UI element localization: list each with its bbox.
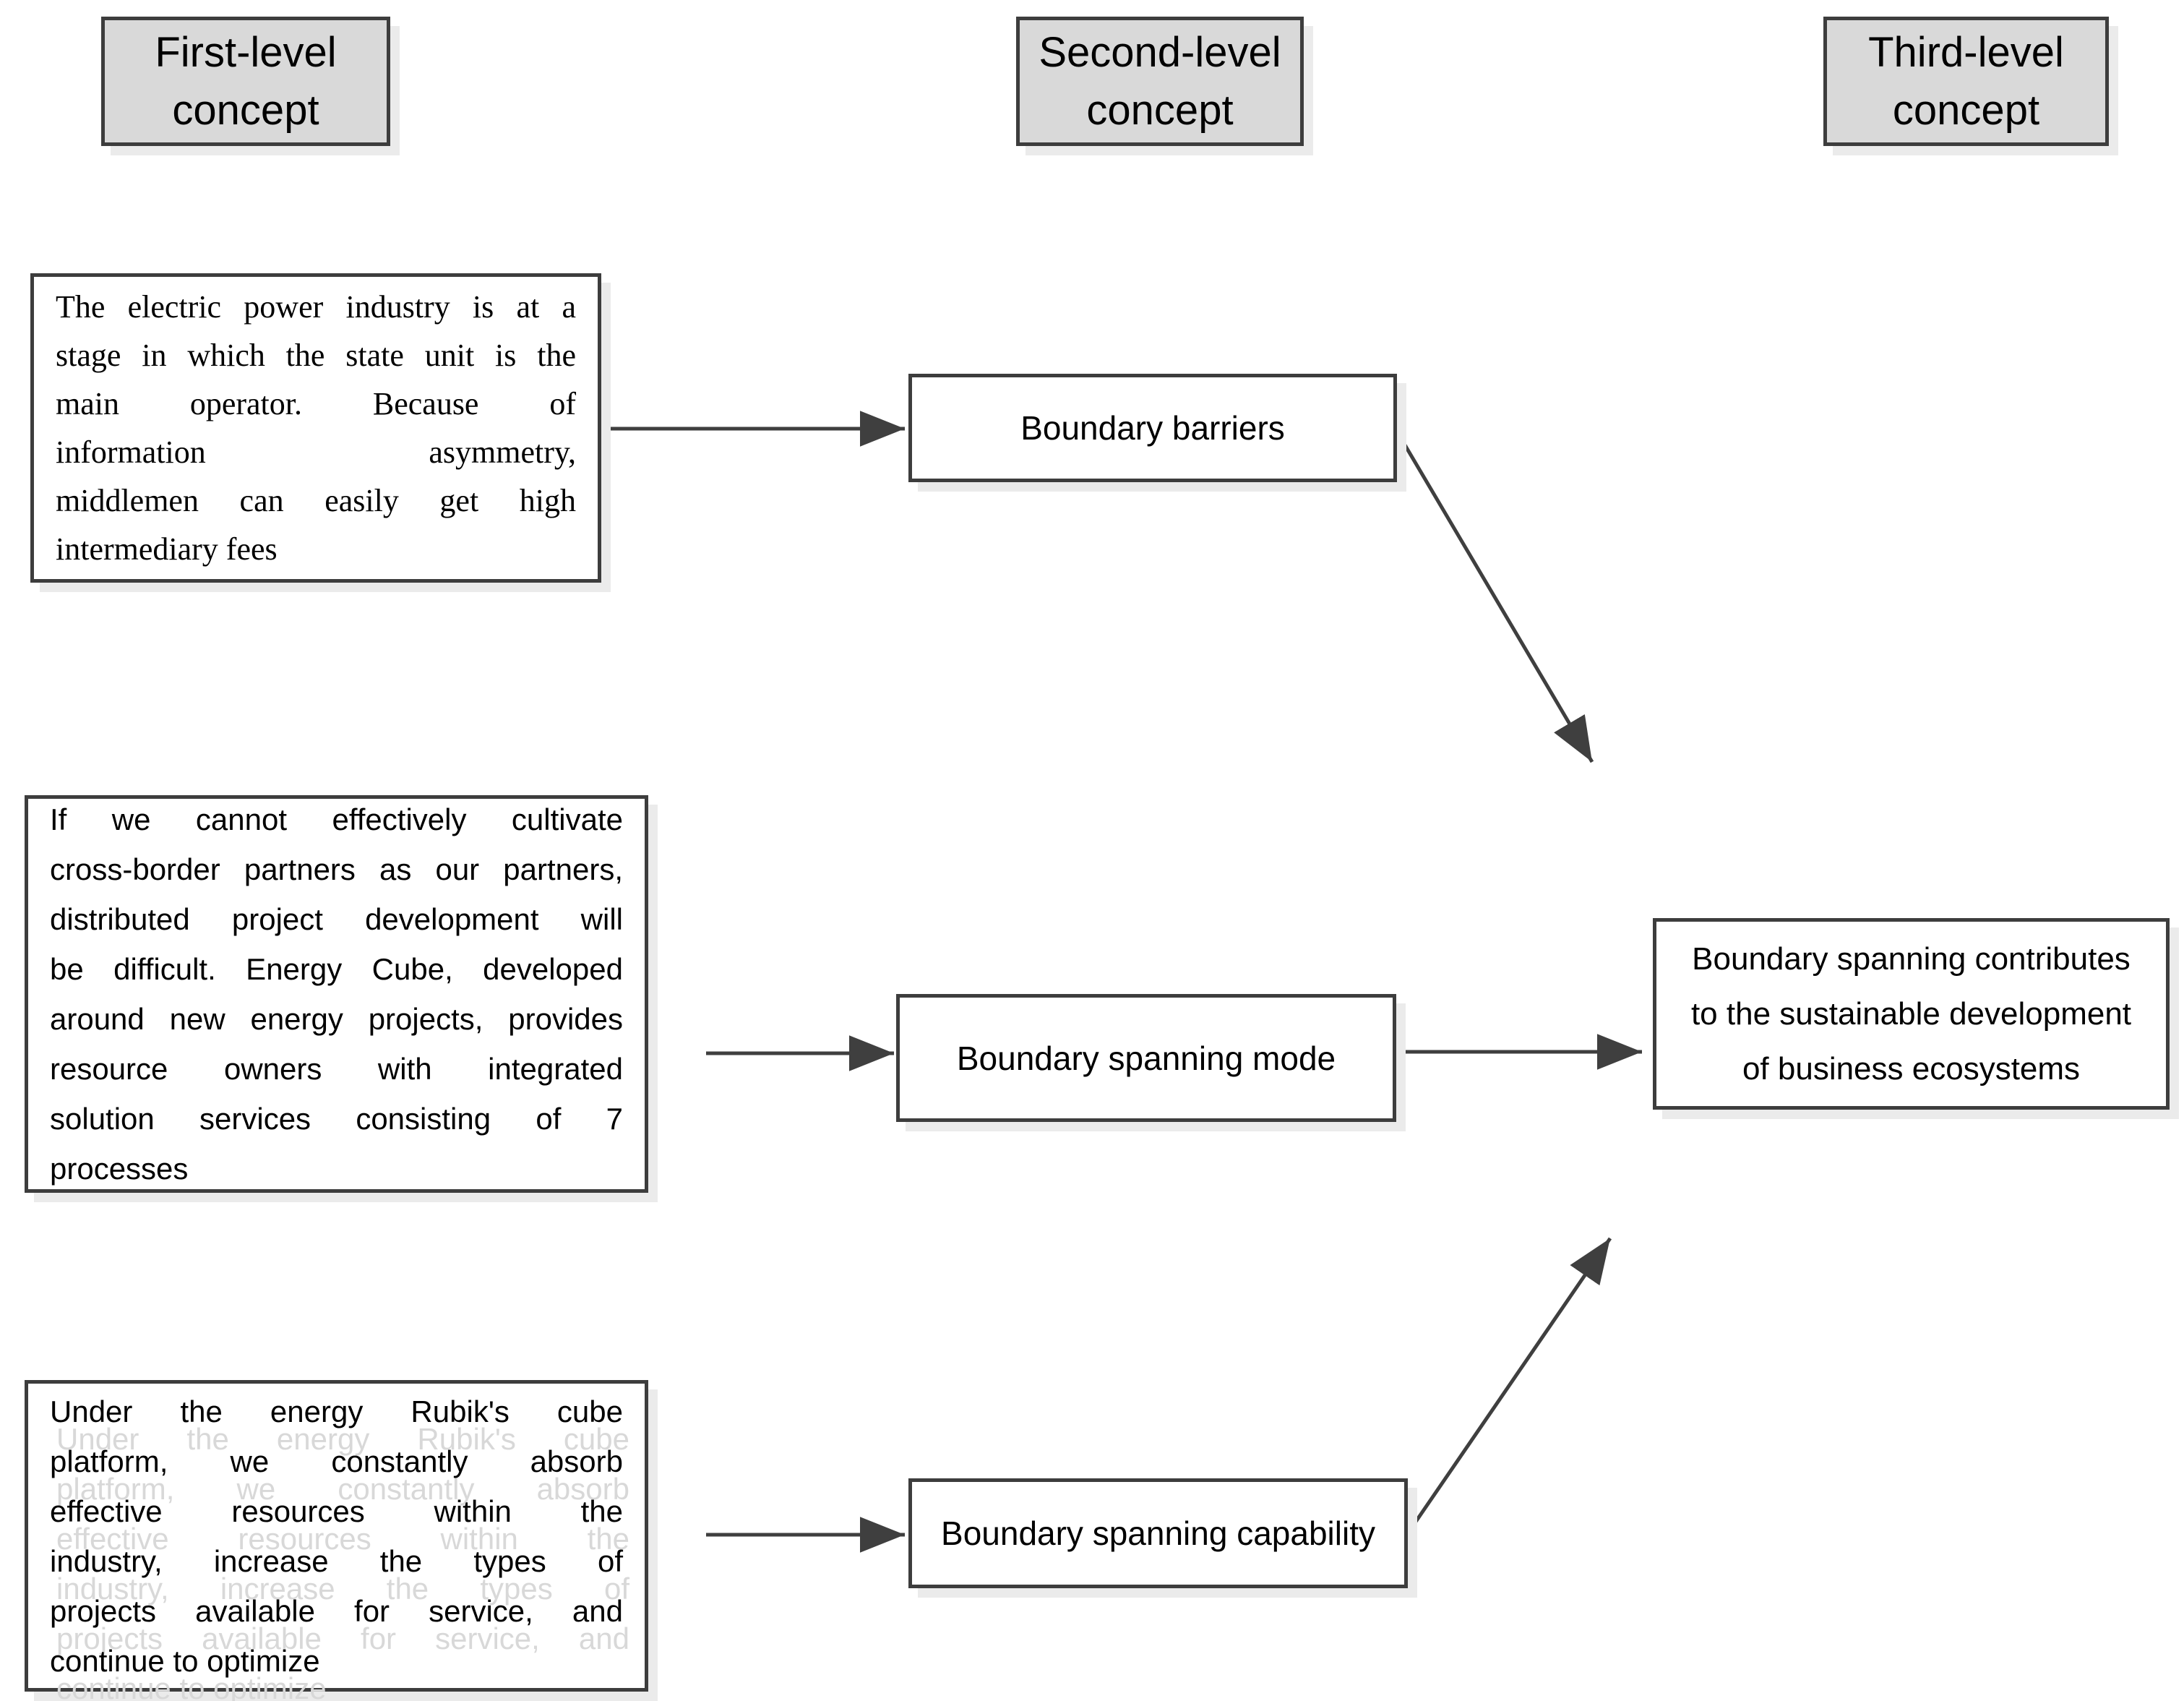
text-line: intermediary fees	[56, 531, 278, 567]
text-line: continue to optimize	[50, 1643, 320, 1678]
first-level-quote-box-1: The electric power industry is at a stage…	[30, 273, 601, 583]
first-level-quote-box-2: If we cannot effectively cultivate cross-…	[25, 795, 648, 1193]
text-line: Second-level	[1039, 28, 1281, 76]
text-line: projects available for service, and	[50, 1593, 623, 1628]
column-header-third-level: Third-level concept	[1823, 17, 2109, 146]
second-level-box-boundary-spanning-mode: Boundary spanning mode	[896, 994, 1396, 1122]
text-line: information asymmetry,	[56, 434, 576, 470]
boundary-spanning-capability-label: Boundary spanning capability	[941, 1514, 1375, 1552]
text-line: be difficult. Energy Cube, developed	[50, 952, 623, 986]
text-line: concept	[1086, 86, 1234, 134]
text-line: main operator. Because of	[56, 386, 576, 421]
text-line: concept	[172, 86, 319, 134]
second-level-box-boundary-barriers: Boundary barriers	[908, 374, 1397, 482]
text-line: resource owners with integrated	[50, 1052, 623, 1086]
second-level-box-boundary-spanning-capability: Boundary spanning capability	[908, 1478, 1408, 1588]
third-level-outcome-box: Boundary spanning contributes to the sust…	[1653, 918, 2170, 1110]
text-line: Under the energy Rubik's cube	[50, 1394, 623, 1428]
column-header-second-level: Second-level concept	[1016, 17, 1304, 146]
text-line: First-level	[155, 28, 337, 76]
text-line: effective resources within the	[50, 1494, 623, 1528]
text-line: The electric power industry is at a	[56, 289, 576, 325]
text-line: middlemen can easily get high	[56, 483, 576, 518]
text-line: processes	[50, 1152, 189, 1186]
arrow-barriers-to-outcome	[1395, 430, 1594, 763]
text-line: of business ecosystems	[1742, 1050, 2081, 1087]
text-line: industry, increase the types of	[50, 1543, 623, 1578]
text-line: solution services consisting of 7	[50, 1102, 623, 1136]
text-line: platform, we constantly absorb	[50, 1444, 623, 1478]
text-line: concept	[1892, 86, 2040, 134]
first-level-quote-box-3: Under the energy Rubik's cube platform, w…	[25, 1380, 648, 1692]
text-line: around new energy projects, provides	[50, 1002, 623, 1036]
text-line: Third-level	[1868, 28, 2064, 76]
text-line: stage in which the state unit is the	[56, 338, 576, 373]
text-line: If we cannot effectively cultivate	[50, 802, 623, 836]
boundary-spanning-mode-label: Boundary spanning mode	[956, 1039, 1336, 1077]
text-line: Boundary spanning contributes	[1692, 941, 2131, 977]
arrow-capability-to-outcome	[1407, 1237, 1612, 1533]
text-line: to the sustainable development	[1690, 995, 2132, 1032]
column-header-first-level: First-level concept	[101, 17, 390, 146]
boundary-barriers-label: Boundary barriers	[1020, 409, 1285, 447]
text-line: cross-border partners as our partners,	[50, 852, 623, 886]
text-line: distributed project development will	[50, 902, 623, 936]
